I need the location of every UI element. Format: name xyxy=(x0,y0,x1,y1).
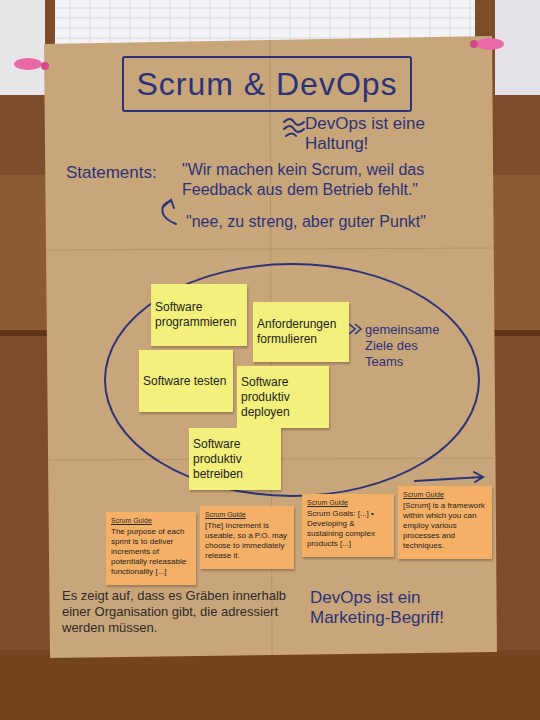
note-heading: Scrum Guide xyxy=(111,516,191,525)
note-content: Scrum GuideThe purpose of each sprint is… xyxy=(111,516,191,577)
reply-arrow xyxy=(162,201,176,224)
title-text: Scrum & DevOps xyxy=(136,66,397,103)
task-sticky-note: Software produktiv betreiben xyxy=(189,428,281,490)
note-heading: Scrum Guide xyxy=(205,510,289,519)
note-quote: Scrum Goals: [...] • Developing & sustai… xyxy=(307,509,389,549)
note-content: Software produktiv deployen xyxy=(241,375,325,420)
note-heading: Scrum Guide xyxy=(403,490,487,499)
note-quote: [The] Increment is useable, so a P.O. ma… xyxy=(205,521,289,561)
arrow-head xyxy=(164,200,174,208)
task-sticky-note: Anforderungen formulieren xyxy=(253,302,349,362)
kraft-paper xyxy=(44,36,497,658)
quote-sticky-note: Scrum Guide [The] Increment is useable, s… xyxy=(200,506,294,569)
quote-sticky-note: Scrum GuideScrum Goals: [...] • Developi… xyxy=(302,494,394,557)
note-content: Scrum GuideScrum Goals: [...] • Developi… xyxy=(307,498,389,549)
statement-quote: "Wir machen kein Scrum, weil das Feedbac… xyxy=(182,160,482,200)
statement-reply: "nee, zu streng, aber guter Punkt" xyxy=(186,212,486,232)
paper-folds xyxy=(46,40,496,655)
task-text: Anforderungen formulieren xyxy=(257,317,345,347)
note-heading: Scrum Guide xyxy=(307,498,389,507)
task-text: Software testen xyxy=(143,374,226,389)
task-text: Software produktiv deployen xyxy=(241,375,325,420)
task-sticky-note: Software programmieren xyxy=(151,284,247,346)
conclusion-note: Es zeigt auf, dass es Gräben innerhalb e… xyxy=(62,588,300,636)
quote-sticky-note: Scrum Guide [Scrum] is a framework within… xyxy=(398,486,492,559)
note-content: Software testen xyxy=(143,374,226,389)
slogan-note: DevOps ist eine Haltung! xyxy=(305,114,480,154)
note-content: Anforderungen formulieren xyxy=(257,317,345,347)
team-goal-circle: gemeinsame Ziele des Teams Software progr… xyxy=(103,262,481,498)
scribble-symbol xyxy=(284,119,304,136)
wood-board xyxy=(0,650,540,720)
note-quote: The purpose of each sprint is to deliver… xyxy=(111,527,191,577)
grid-lines xyxy=(55,0,475,44)
circle-line xyxy=(105,264,479,496)
white-panel xyxy=(0,0,45,95)
quote-sticky-note: Scrum GuideThe purpose of each sprint is… xyxy=(106,512,196,585)
note-content: Scrum Guide [The] Increment is useable, s… xyxy=(205,510,289,561)
white-panel xyxy=(495,0,540,95)
goal-label: gemeinsame Ziele des Teams xyxy=(365,322,445,370)
section-label: Statements: xyxy=(66,163,174,183)
task-sticky-note: Software produktiv deployen xyxy=(237,366,329,428)
note-quote: [Scrum] is a framework within which you … xyxy=(403,501,487,551)
grid-paper xyxy=(55,0,475,44)
pin xyxy=(14,58,49,70)
task-sticky-note: Software testen xyxy=(139,350,233,412)
slogan-note: DevOps ist ein Marketing-Begriff! xyxy=(310,588,485,628)
note-content: Scrum Guide [Scrum] is a framework within… xyxy=(403,490,487,551)
note-content: Software programmieren xyxy=(155,300,243,330)
pin xyxy=(470,38,504,50)
task-text: Software programmieren xyxy=(155,300,243,330)
pointer-mark xyxy=(349,324,361,334)
task-text: Software produktiv betreiben xyxy=(193,437,277,482)
title-frame: Scrum & DevOps xyxy=(122,56,412,112)
note-content: Software produktiv betreiben xyxy=(193,437,277,482)
leader-arrow xyxy=(415,472,483,482)
